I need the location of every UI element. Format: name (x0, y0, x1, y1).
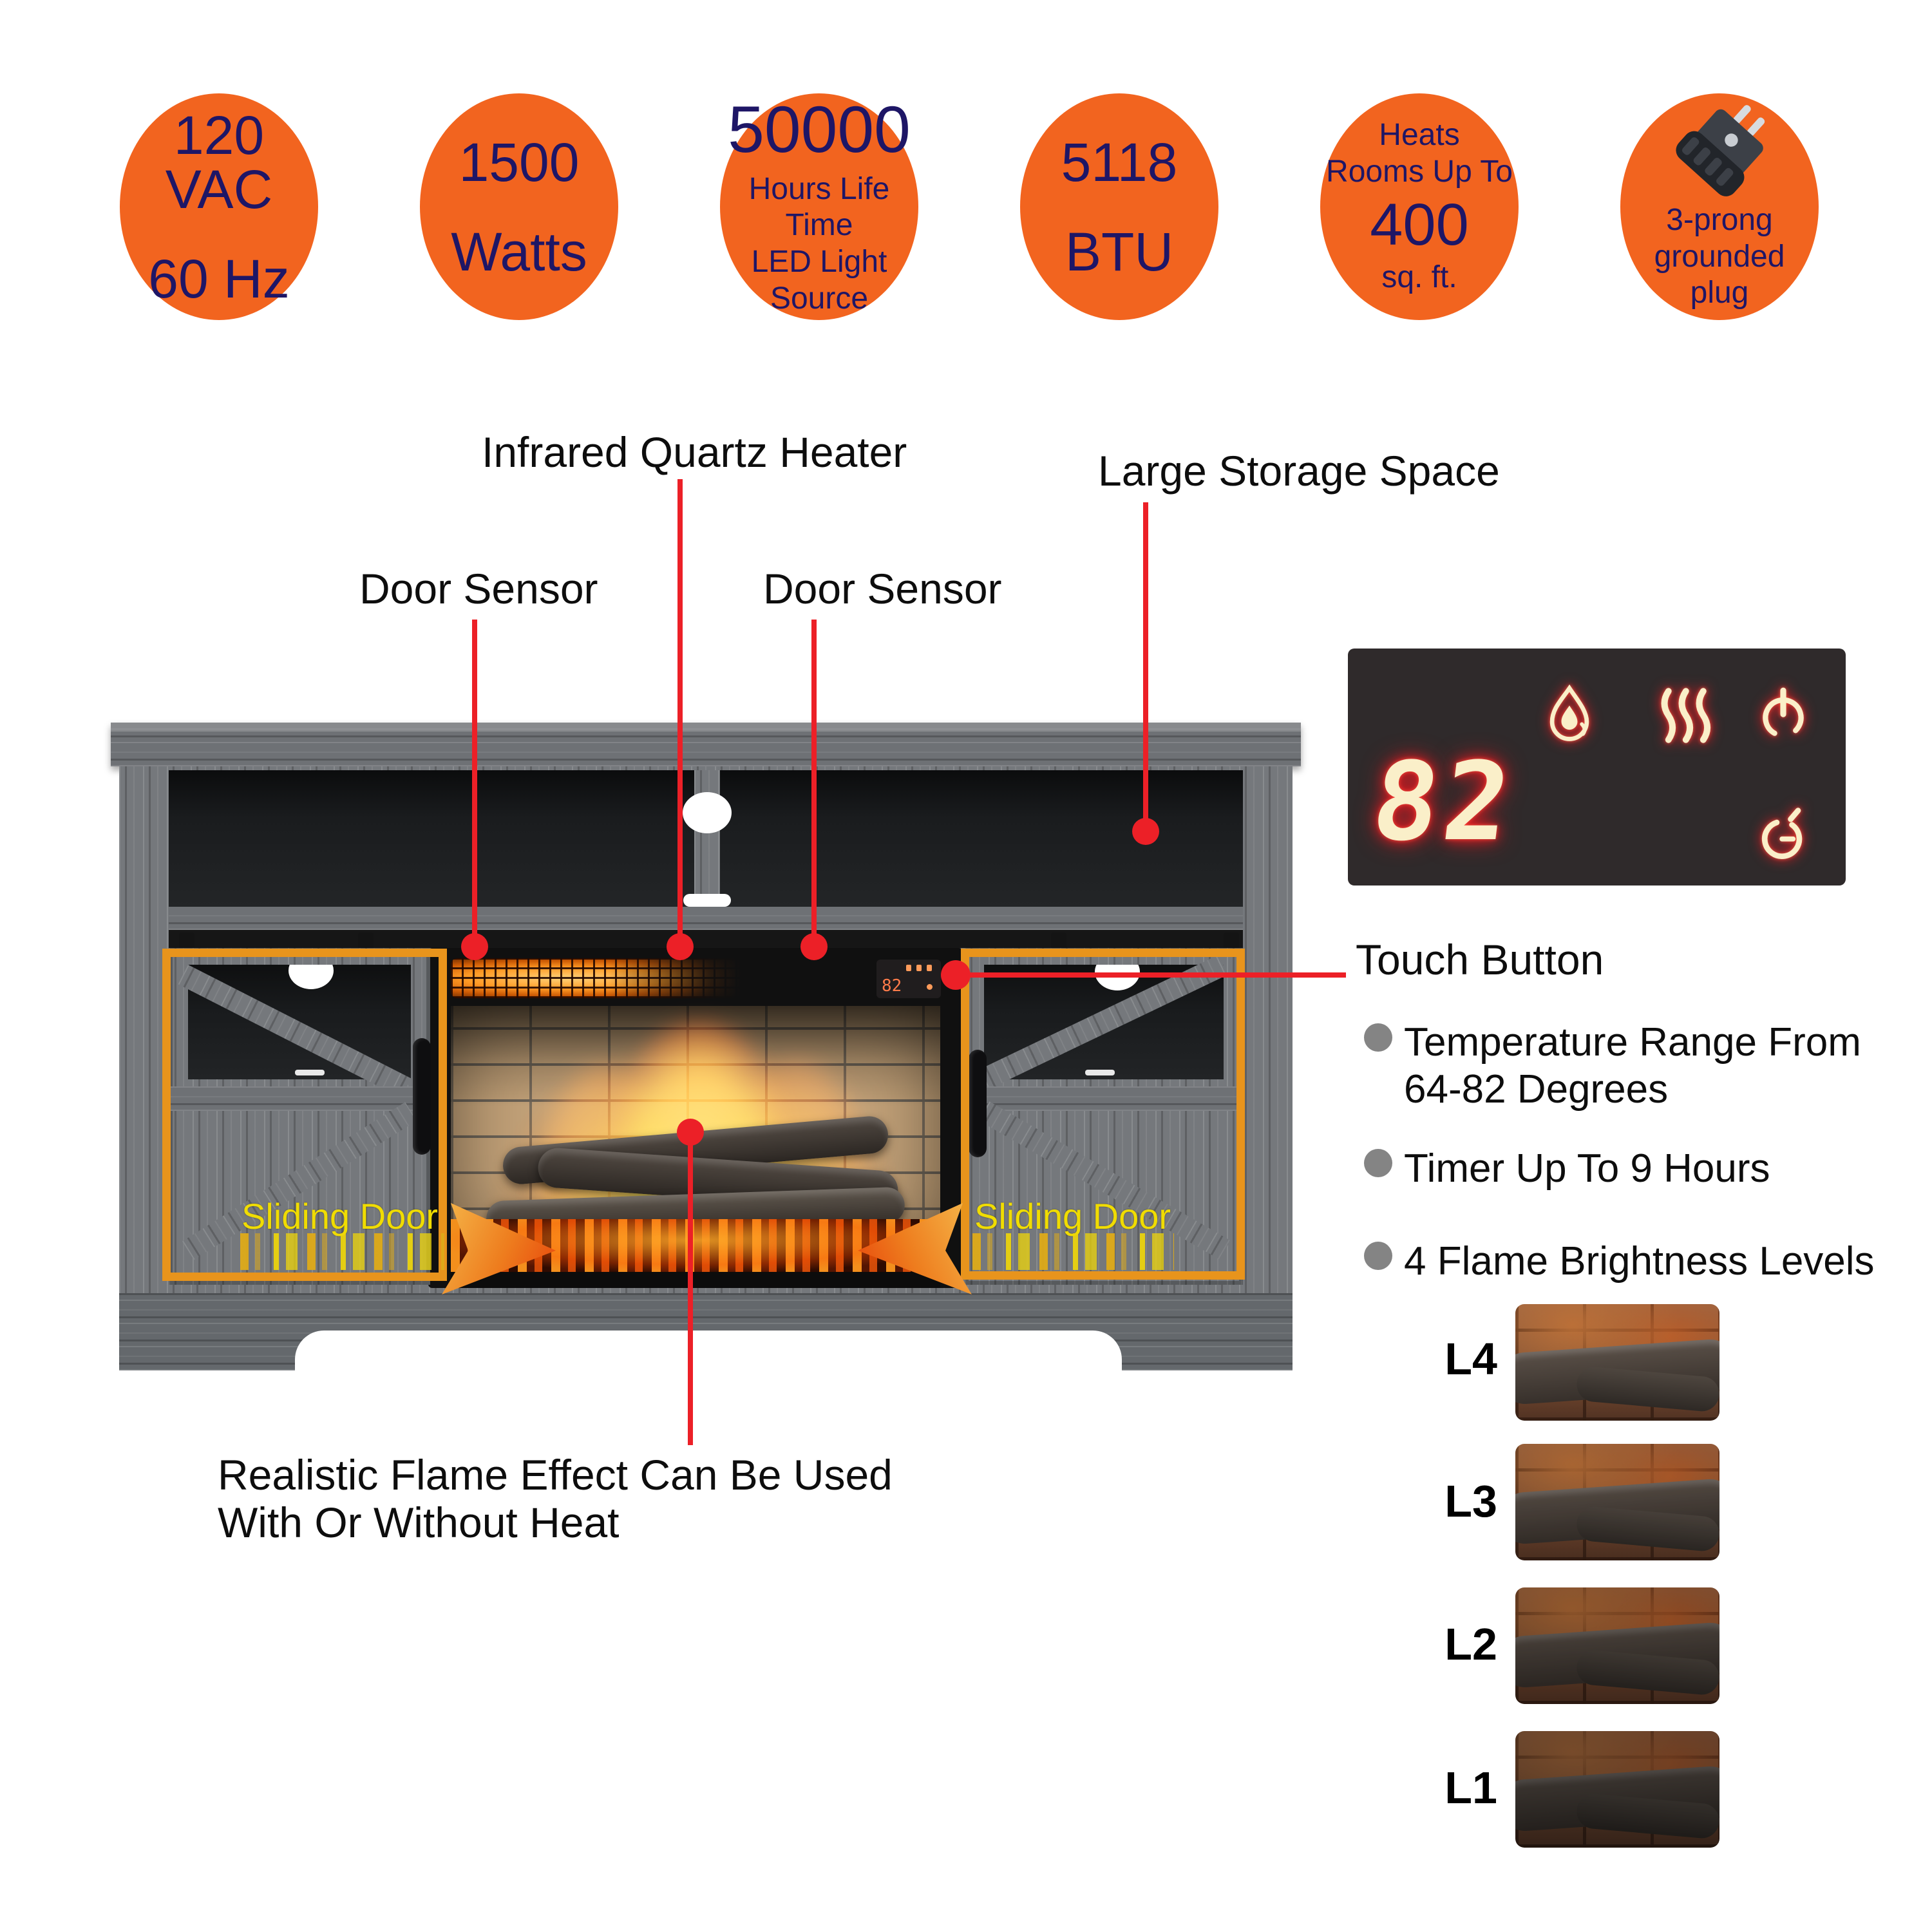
label-flame-effect-line1: Realistic Flame Effect Can Be Used (218, 1451, 893, 1499)
sliding-direction-bars-left (240, 1233, 444, 1270)
badge-electrical-spec: 120 VAC 60 Hz (120, 93, 318, 320)
badge-heating-area: Heats Rooms Up To 400 sq. ft. (1320, 93, 1519, 320)
callout-dot (800, 933, 828, 960)
sliding-direction-bars-right (972, 1233, 1174, 1270)
badge-line: Source (770, 281, 869, 316)
badge-line: 1500 (459, 131, 580, 193)
callout-dot (677, 1119, 704, 1146)
badge-line: 120 VAC (165, 104, 273, 220)
shelf-glint (295, 1070, 325, 1075)
flame-level-label-l1: L1 (1444, 1763, 1497, 1813)
badge-line: sq. ft. (1381, 260, 1457, 295)
plinth-arch-cutout (295, 1331, 1122, 1372)
badge-btu: 5118 BTU (1020, 93, 1218, 320)
callout-line-door-sensor-left (472, 620, 477, 945)
badge-line: Hours Life Time (748, 171, 890, 243)
feature-line: Temperature Range From (1404, 1020, 1861, 1065)
cable-hole-top (683, 792, 732, 833)
badge-line: Heats (1379, 118, 1460, 153)
badge-line: Watts (451, 221, 587, 282)
barn-door-rail (169, 930, 1243, 948)
badge-line: 60 Hz (148, 248, 290, 309)
feature-flame-levels: 4 Flame Brightness Levels (1404, 1239, 1875, 1283)
feature-temperature-range: Temperature Range From 64-82 Degrees (1404, 1019, 1861, 1113)
badge-grounded-plug: 3-prong grounded plug (1620, 93, 1819, 320)
callout-line-large-storage (1143, 502, 1148, 832)
mini-display: 82 (876, 960, 941, 998)
mini-power-icon (927, 965, 932, 971)
badge-line: BTU (1065, 221, 1173, 282)
label-large-storage-space: Large Storage Space (1098, 447, 1500, 495)
badge-wattage: 1500 Watts (420, 93, 618, 320)
timer-icon[interactable] (1752, 804, 1814, 866)
mini-heat-icon (916, 965, 922, 971)
power-icon[interactable] (1754, 683, 1813, 745)
label-sliding-door-right: Sliding Door (974, 1196, 1171, 1236)
callout-line-door-sensor-right (811, 620, 817, 945)
badge-line: 50000 (728, 92, 911, 166)
badge-line: grounded (1654, 239, 1785, 274)
flame-level-image-l2 (1515, 1587, 1719, 1704)
highlight-box-right-door (961, 949, 1245, 1280)
mini-timer-icon (927, 984, 933, 990)
callout-dot (667, 933, 694, 960)
door-handle-left (413, 1038, 431, 1155)
door-mid-rail (169, 1086, 430, 1111)
flame-level-image-l4 (1515, 1304, 1719, 1421)
flame-level-image-l3 (1515, 1444, 1719, 1560)
callout-dot (1132, 818, 1159, 845)
hearth-lip (451, 1272, 940, 1288)
label-flame-effect-line2: With Or Without Heat (218, 1499, 620, 1546)
sliding-barn-door-left (169, 948, 431, 1285)
door-mid-rail (965, 1086, 1243, 1111)
door-handle-right (969, 1050, 987, 1157)
callout-line-touch-button (956, 972, 1346, 978)
mini-temperature: 82 (882, 976, 902, 996)
label-door-sensor-left: Door Sensor (359, 565, 598, 612)
temperature-display: 82 (1365, 739, 1522, 865)
firebox (451, 1006, 940, 1246)
fireplace-insert: 82 (428, 948, 963, 1288)
flame-icon[interactable] (1539, 685, 1600, 746)
power-plug-icon (1676, 105, 1765, 196)
infrared-heater-element (451, 958, 753, 998)
badge-line: 400 (1370, 192, 1469, 258)
callout-dot (461, 933, 488, 960)
badge-line: 3-prong (1666, 203, 1773, 238)
bullet-icon (1364, 1242, 1392, 1270)
sliding-barn-door-right (965, 948, 1243, 1285)
flame-level-label-l4: L4 (1444, 1334, 1497, 1384)
top-board-edge-highlight (111, 723, 1301, 732)
badge-line: LED Light (751, 245, 887, 279)
badge-line: plug (1690, 276, 1749, 310)
callout-dot (941, 960, 971, 990)
highlight-box-left-door (162, 949, 447, 1281)
badge-led-life: 50000 Hours Life Time LED Light Source (720, 93, 918, 320)
heat-waves-icon[interactable] (1656, 686, 1714, 745)
compartment-divider (694, 770, 720, 907)
feature-line: 64-82 Degrees (1404, 1067, 1669, 1112)
label-infrared-quartz-heater: Infrared Quartz Heater (482, 428, 907, 476)
bullet-icon (1364, 1023, 1392, 1052)
shelf-glint (1085, 1070, 1115, 1075)
badge-line: 5118 (1061, 131, 1178, 193)
label-door-sensor-right: Door Sensor (763, 565, 1002, 612)
mini-flame-icon (906, 965, 911, 971)
callout-line-infrared-heater (677, 479, 683, 947)
tv-stand-top-board (111, 723, 1301, 766)
flame-level-label-l3: L3 (1444, 1476, 1497, 1526)
label-touch-button: Touch Button (1356, 936, 1604, 983)
touch-control-panel: 82 (1348, 649, 1846, 886)
badge-line: Rooms Up To (1326, 154, 1513, 189)
feature-timer: Timer Up To 9 Hours (1404, 1146, 1770, 1191)
label-sliding-door-left: Sliding Door (242, 1196, 439, 1236)
callout-line-flame-effect (688, 1132, 693, 1445)
shelf-board (169, 907, 1243, 930)
flame-level-image-l1 (1515, 1731, 1719, 1848)
bullet-icon (1364, 1149, 1392, 1177)
cable-hole-lower (683, 894, 731, 907)
flame-level-label-l2: L2 (1444, 1619, 1497, 1669)
